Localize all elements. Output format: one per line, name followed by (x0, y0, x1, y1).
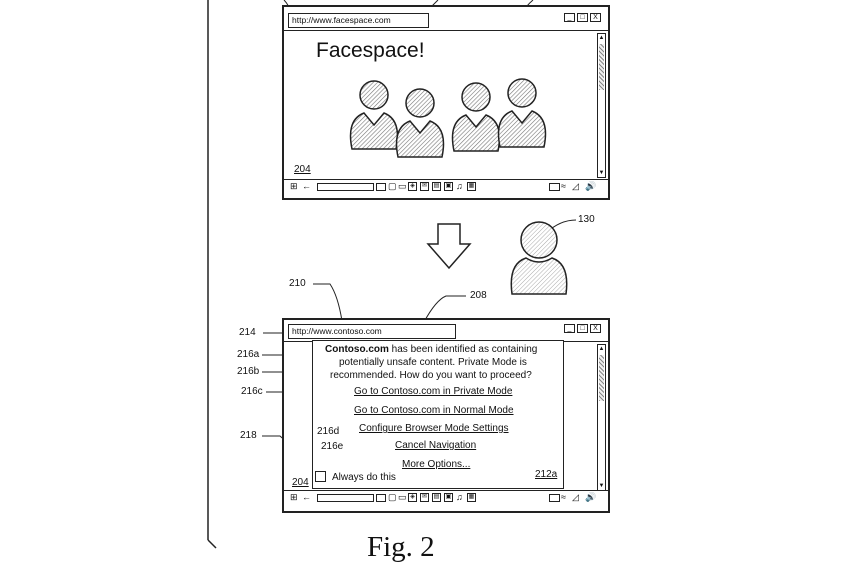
user-icon (510, 221, 568, 295)
document-icon[interactable]: ▤ (432, 182, 441, 191)
battery-icon[interactable] (549, 494, 560, 502)
network-icon[interactable]: ◿ (572, 492, 579, 502)
mail-icon[interactable]: ✉ (420, 493, 429, 502)
dialog-message-text: has been identified as containing (388, 344, 538, 355)
option-normal-mode-link[interactable]: Go to Contoso.com in Normal Mode (354, 405, 514, 416)
window-icon[interactable]: ▢ (388, 181, 397, 191)
option-cancel-navigation-link[interactable]: Cancel Navigation (395, 440, 477, 451)
top-browser-window: http://www.facespace.com _ □ X Facespace… (282, 5, 610, 200)
scroll-up-icon[interactable]: ▲ (598, 346, 605, 352)
toolbar-divider (284, 30, 608, 31)
dialog-message-line2: potentially unsafe content. Private Mode… (339, 357, 527, 368)
close-button[interactable]: X (590, 13, 601, 22)
app-icon[interactable]: ▦ (467, 182, 476, 191)
start-icon[interactable]: ⊞ (290, 181, 298, 191)
mail-icon[interactable]: ✉ (420, 182, 429, 191)
scroll-thumb[interactable] (599, 355, 604, 401)
start-icon[interactable]: ⊞ (290, 492, 298, 502)
store-icon[interactable]: ◈ (408, 182, 417, 191)
down-arrow-icon (426, 223, 472, 270)
taskbar: ⊞ ← ▢ ▭ ◈ ✉ ▤ ▣ ♫ ▦ ≈ ◿ 🔊 (284, 179, 608, 194)
private-mode-dialog: Contoso.com has been identified as conta… (312, 340, 564, 489)
maximize-button[interactable]: □ (577, 13, 588, 22)
task-view-icon[interactable] (376, 183, 386, 191)
page-heading: Facespace! (316, 39, 425, 62)
dialog-site-name: Contoso.com (325, 344, 389, 355)
taskbar: ⊞ ← ▢ ▭ ◈ ✉ ▤ ▣ ♫ ▦ ≈ ◿ 🔊 (284, 490, 608, 505)
headphones-icon[interactable]: ♫ (456, 181, 463, 191)
option-private-mode-link[interactable]: Go to Contoso.com in Private Mode (354, 386, 513, 397)
user-ref-label: 130 (578, 214, 595, 225)
scroll-down-icon[interactable]: ▼ (598, 170, 605, 176)
battery-icon[interactable] (549, 183, 560, 191)
scroll-down-icon[interactable]: ▼ (598, 483, 605, 489)
volume-icon[interactable]: 🔊 (585, 181, 597, 191)
scroll-thumb[interactable] (599, 44, 604, 90)
back-arrow-icon[interactable]: ← (302, 181, 311, 191)
bottom-browser-window: http://www.contoso.com _ □ X ▲ ▼ Contoso… (282, 318, 610, 513)
address-bar[interactable]: http://www.facespace.com (288, 13, 429, 28)
wifi-icon[interactable]: ≈ (561, 181, 566, 191)
option-configure-settings-link[interactable]: Configure Browser Mode Settings (359, 423, 509, 434)
close-button[interactable]: X (590, 324, 601, 333)
figure-caption: Fig. 2 (367, 531, 435, 563)
vertical-scrollbar[interactable]: ▲ ▼ (597, 33, 606, 178)
app-icon[interactable]: ▦ (467, 493, 476, 502)
dialog-message-line1: Contoso.com has been identified as conta… (325, 344, 537, 356)
window-ref-label: 204 (294, 164, 311, 175)
photo-icon[interactable]: ▣ (444, 182, 453, 191)
folder-icon[interactable]: ▭ (398, 181, 407, 191)
checkbox-ref-label-218: 218 (240, 430, 257, 441)
network-icon[interactable]: ◿ (572, 181, 579, 191)
option-ref-label-216d: 216d (317, 426, 340, 437)
maximize-button[interactable]: □ (577, 324, 588, 333)
minimize-button[interactable]: _ (564, 13, 575, 22)
option-ref-label-216b: 216b (237, 366, 260, 377)
task-view-icon[interactable] (376, 494, 386, 502)
dialog-ref-label: 212a (535, 469, 558, 480)
photo-icon[interactable]: ▣ (444, 493, 453, 502)
addressbar-ref-label: 210 (289, 278, 306, 289)
taskbar-search-box[interactable] (317, 183, 374, 191)
vertical-scrollbar[interactable]: ▲ ▼ (597, 344, 606, 491)
option-more-options-link[interactable]: More Options... (402, 459, 471, 470)
option-ref-label-216a: 216a (237, 349, 260, 360)
window-ref-label: 204 (292, 477, 309, 488)
option-ref-label-216e: 216e (321, 441, 344, 452)
always-do-this-label: Always do this (332, 472, 396, 483)
always-do-this-checkbox[interactable] (315, 471, 326, 482)
dialog-message-line3: recommended. How do you want to proceed? (330, 370, 532, 381)
address-bar[interactable]: http://www.contoso.com (288, 324, 456, 339)
taskbar-search-box[interactable] (317, 494, 374, 502)
window-ref-label-208: 208 (470, 290, 487, 301)
volume-icon[interactable]: 🔊 (585, 492, 597, 502)
option-ref-label-216c: 216c (241, 386, 263, 397)
dialog-ref-label-214: 214 (239, 327, 256, 338)
folder-icon[interactable]: ▭ (398, 492, 407, 502)
people-group-icon (349, 78, 547, 158)
store-icon[interactable]: ◈ (408, 493, 417, 502)
minimize-button[interactable]: _ (564, 324, 575, 333)
document-icon[interactable]: ▤ (432, 493, 441, 502)
wifi-icon[interactable]: ≈ (561, 492, 566, 502)
scroll-up-icon[interactable]: ▲ (598, 35, 605, 41)
headphones-icon[interactable]: ♫ (456, 492, 463, 502)
back-arrow-icon[interactable]: ← (302, 492, 311, 502)
window-icon[interactable]: ▢ (388, 492, 397, 502)
